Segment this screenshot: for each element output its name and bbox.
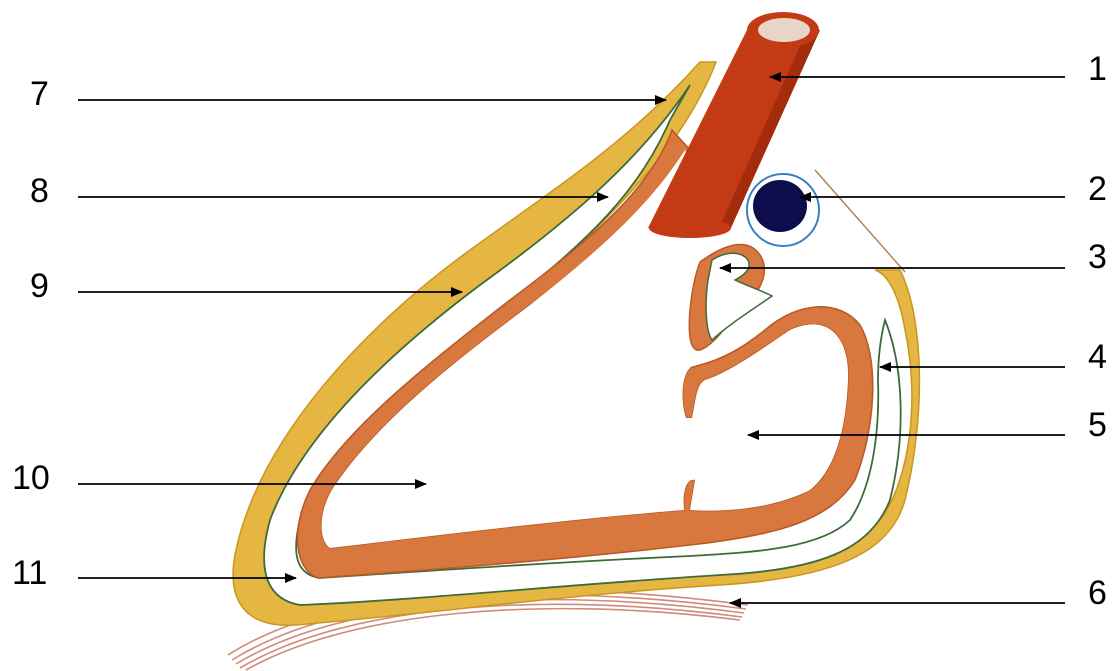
label-11: 11 [12, 554, 47, 592]
round-structure [747, 174, 819, 246]
label-1: 1 [1088, 50, 1107, 88]
label-8: 8 [30, 172, 49, 210]
label-10: 10 [12, 459, 50, 497]
label-4: 4 [1088, 338, 1107, 376]
label-7: 7 [30, 75, 49, 113]
membrane-line [815, 170, 905, 272]
label-6: 6 [1088, 574, 1107, 612]
label-5: 5 [1088, 406, 1107, 444]
label-9: 9 [30, 267, 49, 305]
label-3: 3 [1088, 238, 1107, 276]
label-2: 2 [1088, 170, 1107, 208]
